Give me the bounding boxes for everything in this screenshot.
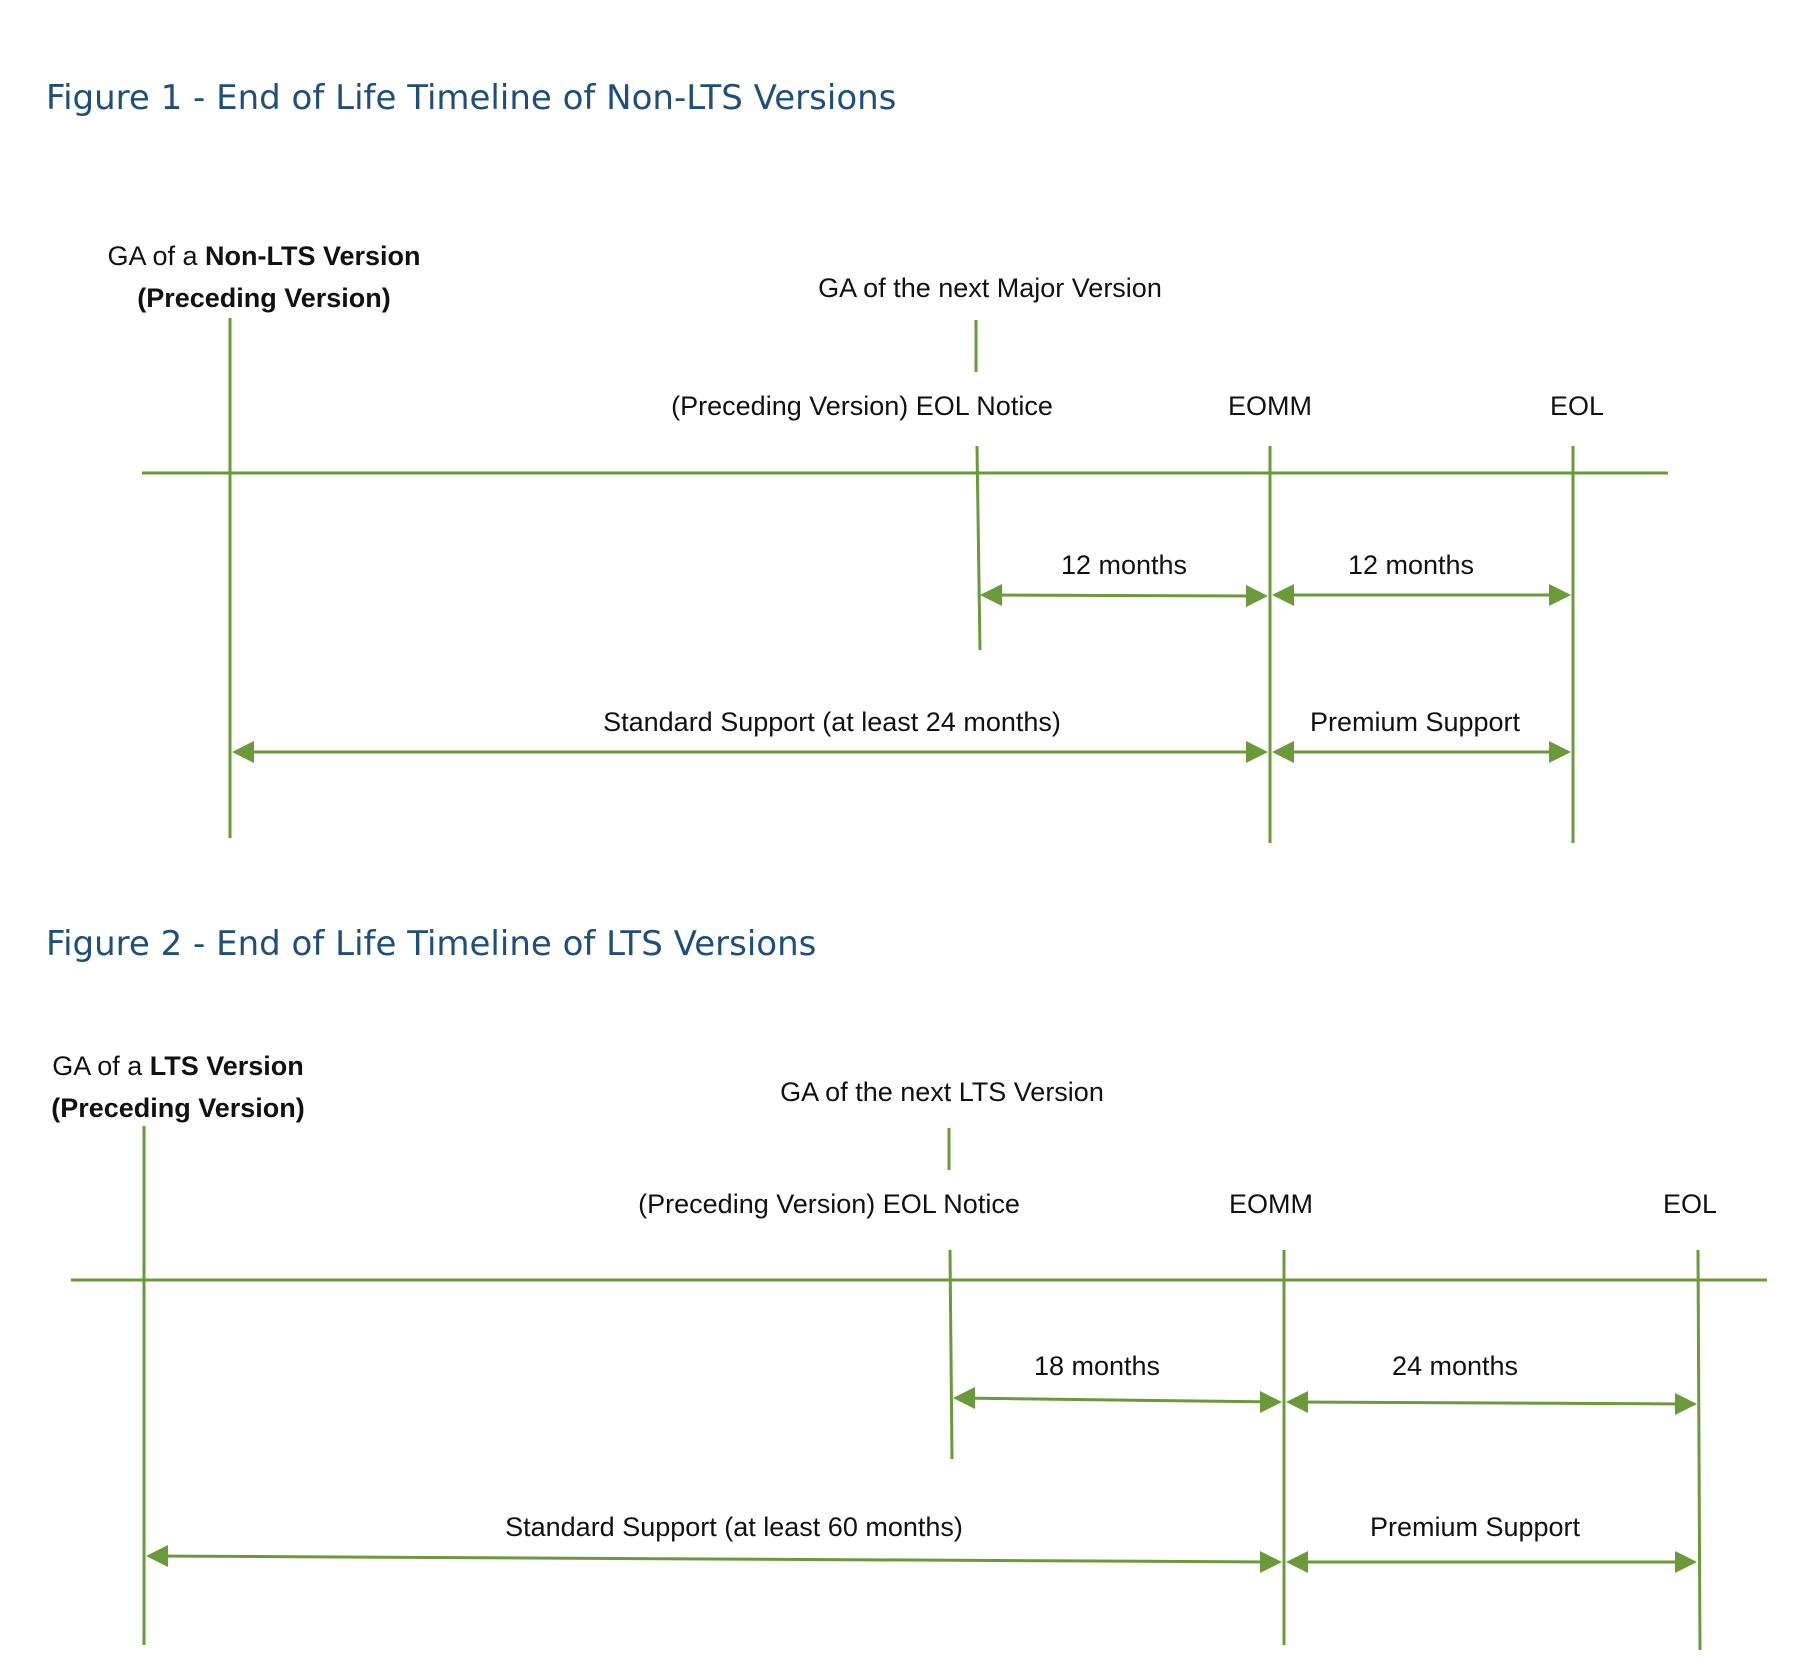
fig1-premium-support-label: Premium Support [1309, 707, 1521, 737]
fig1-arrowhead [980, 584, 1002, 606]
fig1-arrow-notice-eomm [984, 593, 1263, 598]
fig2-arrowhead [1675, 1551, 1697, 1573]
fig2-eol-notice-marker [948, 1249, 954, 1460]
fig1-ga-bold: Non-LTS Version [205, 241, 421, 271]
fig2-ga-line2: (Preceding Version) [51, 1093, 305, 1124]
fig2-ga-bold: LTS Version [149, 1051, 304, 1081]
fig1-standard-support-label: Standard Support (at least 24 months) [603, 707, 1061, 737]
fig2-premium-support-label: Premium Support [1369, 1512, 1581, 1542]
fig2-arrow-eomm-eol [1291, 1400, 1691, 1406]
fig1-eomm-label: EOMM [1228, 391, 1312, 421]
fig1-span-eomm-eol-label: 12 months [1347, 550, 1475, 580]
fig2-arrowhead [1675, 1393, 1697, 1415]
fig1-arrowhead [1246, 585, 1268, 607]
fig2-arrowhead [1260, 1551, 1282, 1573]
fig1-arrowhead [232, 741, 254, 763]
fig1-ga-prefix: GA of a [107, 241, 206, 271]
fig2-eomm-label: EOMM [1229, 1189, 1313, 1219]
fig1-arrowhead [1549, 741, 1571, 763]
fig1-eol-notice-label: (Preceding Version) EOL Notice [671, 391, 1053, 421]
fig2-standard-support-label: Standard Support (at least 60 months) [505, 1512, 963, 1542]
fig2-arrow-notice-eomm [957, 1396, 1277, 1404]
fig2-arrow-standard [151, 1554, 1277, 1564]
figure-1-diagram: GA of a Non-LTS Version (Preceding Versi… [0, 0, 1797, 843]
fig2-arrowhead [1286, 1551, 1308, 1573]
fig2-eol-notice-label: (Preceding Version) EOL Notice [638, 1189, 1020, 1219]
fig1-ga-preceding-line1: GA of a Non-LTS Version [107, 240, 420, 272]
figure-2-title: Figure 2 - End of Life Timeline of LTS V… [46, 924, 817, 964]
fig2-eol-marker [1696, 1249, 1702, 1651]
fig2-ga-preceding-line1: GA of a LTS Version [51, 1050, 305, 1082]
fig1-span-notice-eomm-label: 12 months [1060, 550, 1188, 580]
fig2-ga-preceding-label: GA of a LTS Version (Preceding Version) [51, 1050, 305, 1125]
fig2-ga-next-label: GA of the next LTS Version [780, 1077, 1104, 1107]
fig1-ga-next-label: GA of the next Major Version [818, 273, 1162, 303]
fig1-arrowhead [1246, 741, 1268, 763]
fig2-span-eomm-eol-label: 24 months [1391, 1351, 1519, 1381]
fig1-arrowhead [1549, 584, 1571, 606]
fig1-eol-notice-marker [975, 445, 982, 651]
figure-1-lines [142, 318, 1668, 843]
fig2-span-notice-eomm-label: 18 months [1033, 1351, 1161, 1381]
fig2-ga-prefix: GA of a [52, 1051, 150, 1081]
figure-1-title: Figure 1 - End of Life Timeline of Non-L… [46, 78, 897, 118]
fig2-arrowhead [1286, 1391, 1308, 1413]
fig2-arrowhead [146, 1545, 168, 1567]
fig1-ga-line2: (Preceding Version) [137, 283, 391, 314]
fig2-eol-label: EOL [1662, 1189, 1718, 1219]
fig1-ga-preceding-label: GA of a Non-LTS Version (Preceding Versi… [107, 240, 420, 315]
fig1-arrowhead [1272, 584, 1294, 606]
fig2-arrowhead [1260, 1391, 1282, 1413]
fig2-arrowhead [953, 1387, 975, 1409]
fig1-arrowhead [1272, 741, 1294, 763]
fig1-eol-label: EOL [1549, 391, 1605, 421]
